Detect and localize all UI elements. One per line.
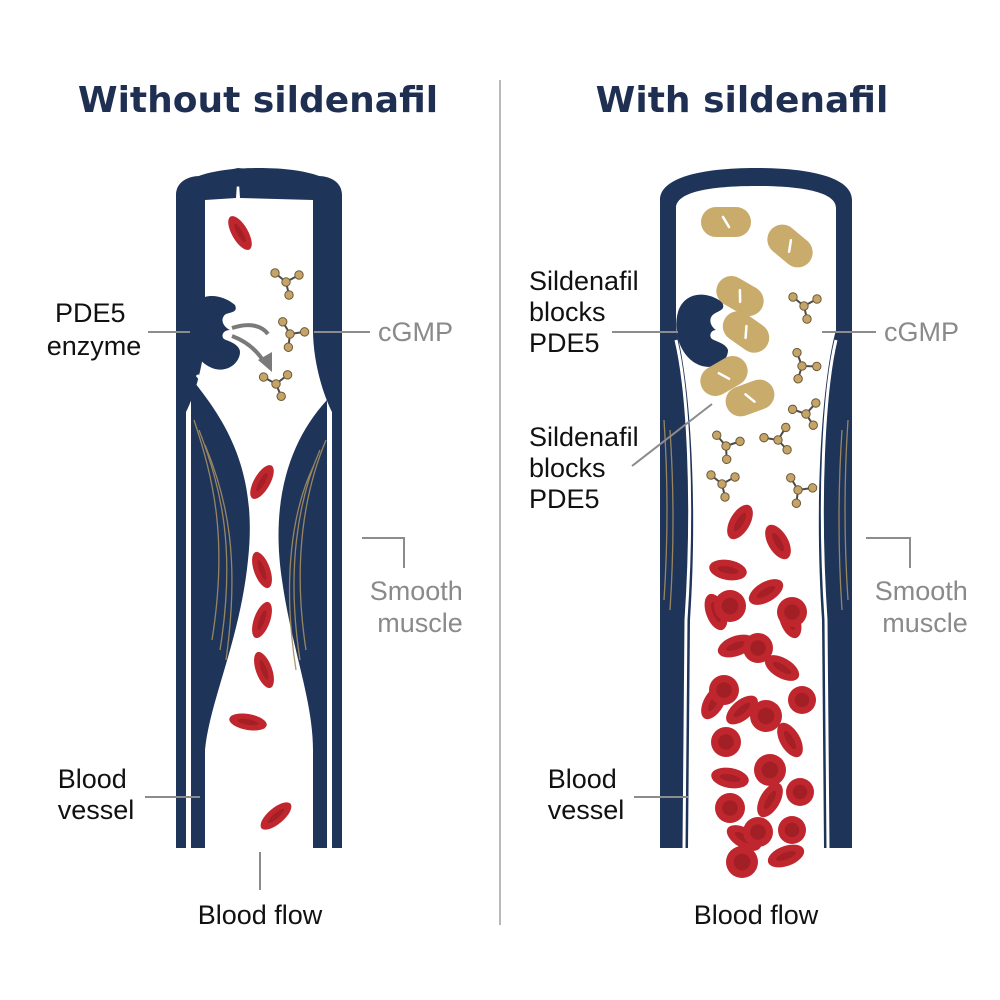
panel-with-sildenafil: With sildenafil Sildenafil b	[529, 80, 976, 930]
red-blood-cell-icon	[754, 754, 786, 786]
red-blood-cell-icon	[743, 633, 773, 663]
right-vessel-wall-left	[660, 168, 756, 848]
cgmp-molecule-icon	[278, 317, 310, 352]
red-blood-cell-icon	[711, 767, 749, 789]
sildenafil-pill-icon	[725, 379, 775, 417]
red-blood-cell-icon	[750, 700, 782, 732]
red-blood-cell-icon	[229, 713, 267, 731]
red-blood-cell-icon	[711, 727, 741, 757]
red-blood-cell-icon	[786, 778, 814, 806]
cgmp-molecule-icon	[792, 348, 822, 384]
right-blood-flow-label: Blood flow	[694, 900, 819, 930]
left-blood-vessel	[176, 168, 342, 848]
left-cgmp-molecules	[258, 268, 310, 401]
sildenafil-pills	[700, 207, 813, 417]
red-blood-cell-icon	[250, 465, 274, 499]
cgmp-molecule-icon	[788, 292, 822, 324]
red-blood-cell-icon	[777, 722, 803, 758]
right-panel-title: With sildenafil	[596, 80, 889, 121]
cgmp-molecule-icon	[786, 473, 818, 508]
red-blood-cell-icon	[715, 793, 745, 823]
red-blood-cell-icon	[777, 597, 807, 627]
left-blood-cells	[228, 216, 292, 830]
sildenafil-blocks-pde5-label-top: Sildenafil blocks PDE5	[529, 266, 646, 358]
cgmp-molecule-icon	[270, 268, 304, 300]
sildenafil-pill-icon	[716, 276, 764, 316]
left-vessel-wall-right	[238, 168, 342, 848]
red-blood-cell-icon	[252, 601, 272, 639]
red-blood-cell-icon	[714, 590, 746, 622]
red-blood-cell-icon	[778, 816, 806, 844]
pde5-enzyme-icon	[676, 294, 728, 367]
cgmp-molecule-icon	[712, 430, 745, 465]
cgmp-molecule-icon	[706, 470, 740, 502]
red-blood-cell-icon	[757, 782, 783, 818]
red-blood-cell-icon	[788, 686, 816, 714]
pde5-enzyme-label: PDE5 enzyme	[47, 298, 142, 361]
red-blood-cell-icon	[709, 559, 747, 581]
pde5-enzyme-icon	[188, 295, 240, 370]
right-blood-vessel-label: Blood vessel	[548, 764, 625, 825]
arrow-icon	[231, 323, 270, 336]
left-cgmp-label: cGMP	[378, 317, 453, 347]
red-blood-cell-icon	[726, 695, 758, 725]
left-blood-vessel-label: Blood vessel	[58, 764, 135, 825]
right-smooth-muscle-label: Smooth muscle	[875, 576, 976, 638]
sildenafil-blocks-pde5-label-bottom: Sildenafil blocks PDE5	[529, 422, 646, 514]
left-smooth-muscle-left	[191, 378, 250, 848]
right-cgmp-label: cGMP	[884, 317, 959, 347]
sildenafil-pill-icon	[767, 224, 813, 268]
red-blood-cell-icon	[767, 844, 805, 868]
sildenafil-pill-icon	[722, 311, 770, 353]
right-blood-vessel	[660, 168, 852, 849]
red-blood-cell-icon	[254, 651, 274, 689]
left-blood-flow-label: Blood flow	[198, 900, 323, 930]
right-blood-cells	[701, 504, 816, 878]
right-cgmp-molecules	[706, 292, 822, 508]
red-blood-cell-icon	[764, 655, 800, 681]
red-blood-cell-icon	[726, 846, 758, 878]
red-blood-cell-icon	[228, 216, 252, 250]
red-blood-cell-icon	[765, 524, 791, 560]
red-blood-cell-icon	[743, 817, 773, 847]
cgmp-molecule-icon	[787, 398, 821, 430]
cgmp-molecule-icon	[759, 422, 792, 455]
sildenafil-pill-icon	[700, 356, 748, 396]
red-blood-cell-icon	[709, 675, 739, 705]
left-panel-title: Without sildenafil	[78, 80, 438, 121]
red-blood-cell-icon	[252, 551, 272, 589]
cgmp-molecule-icon	[258, 370, 293, 401]
red-blood-cell-icon	[727, 504, 753, 540]
right-vessel-wall-right	[756, 168, 852, 848]
red-blood-cell-icon	[260, 802, 292, 830]
left-smooth-muscle-label: Smooth muscle	[370, 576, 471, 638]
sildenafil-pill-icon	[701, 207, 751, 237]
red-blood-cell-icon	[748, 579, 784, 605]
panel-without-sildenafil: Without sildenafil	[47, 80, 471, 930]
left-vessel-cap	[176, 168, 342, 206]
